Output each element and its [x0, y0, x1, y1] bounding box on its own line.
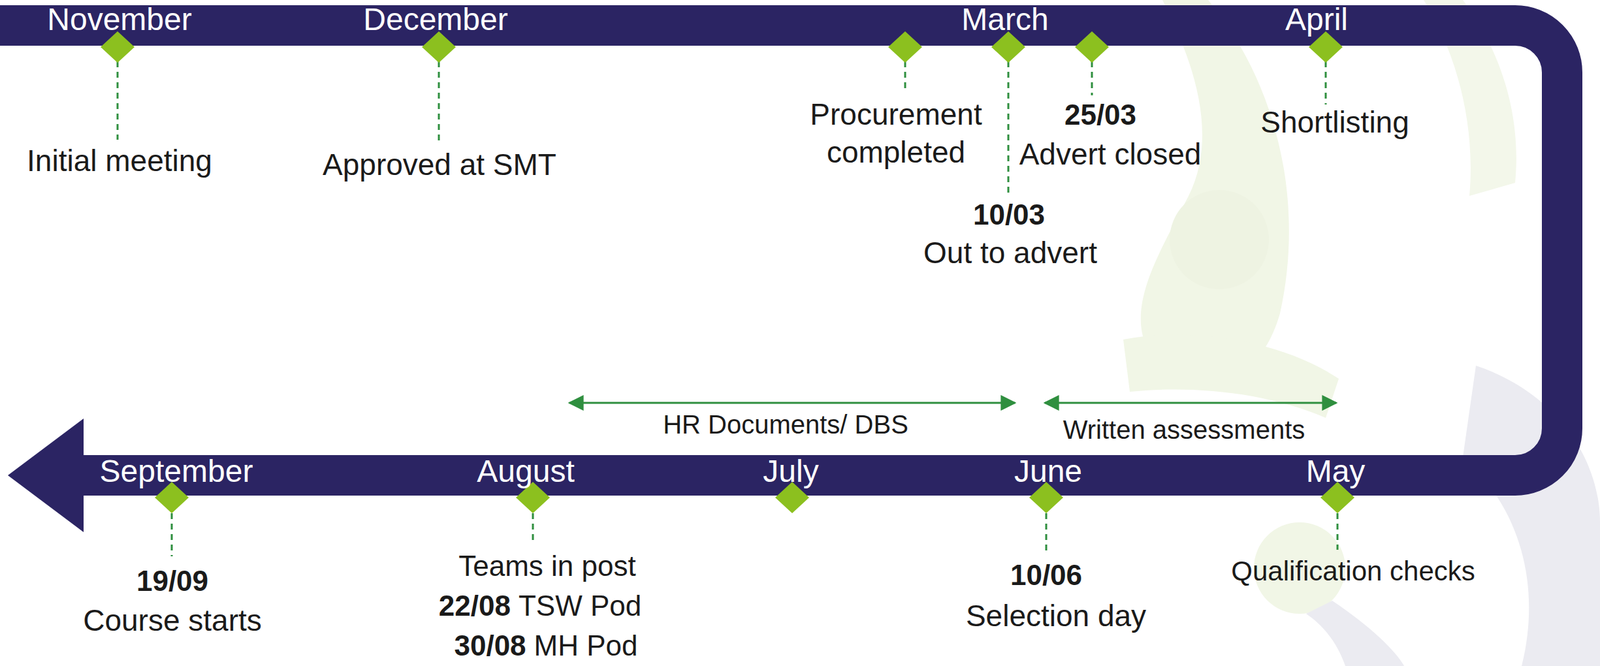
span-arrow: [569, 402, 1015, 405]
watermark: [1123, 0, 1600, 666]
date-label: 10/03: [973, 196, 1045, 233]
timeline-arrowhead: [7, 418, 84, 533]
leader-lines: [117, 61, 1338, 557]
date-label: 19/09: [136, 562, 209, 599]
date-label: 22/08: [438, 587, 511, 624]
date-line: 22/08TSW Pod: [438, 587, 642, 624]
span-label: HR Documents/ DBS: [662, 408, 909, 441]
span-label: Written assessments: [1063, 413, 1306, 447]
month-label: March: [961, 0, 1049, 40]
month-label: November: [47, 0, 192, 40]
team-label: MH Pod: [534, 627, 639, 664]
month-label: December: [363, 0, 508, 40]
team-label: TSW Pod: [518, 587, 642, 624]
milestone-label: Approved at SMT: [322, 146, 557, 185]
month-label: September: [99, 451, 254, 492]
month-label: April: [1285, 0, 1348, 40]
month-label: May: [1306, 451, 1366, 492]
span-arrow: [1044, 402, 1337, 405]
date-label: 10/06: [1010, 557, 1083, 593]
milestone-label: Teams in post: [458, 547, 636, 584]
milestone-label: Shortlisting: [1260, 103, 1410, 142]
date-label: 30/08: [453, 627, 526, 664]
month-label: August: [476, 451, 575, 492]
month-label: June: [1014, 451, 1083, 492]
milestone-label: Procurement completed: [798, 96, 994, 172]
milestone-label: Selection day: [965, 597, 1147, 636]
milestone-label: Out to advert: [923, 234, 1098, 273]
date-line: 30/08MH Pod: [453, 627, 638, 664]
milestone-diamonds: [100, 31, 1355, 514]
month-label: July: [762, 451, 819, 492]
milestone-label: Course starts: [82, 602, 262, 640]
timeline-bar: [0, 25, 1563, 476]
milestone-label: Advert closed: [1019, 135, 1202, 174]
date-label: 25/03: [1064, 96, 1137, 133]
milestone-label: Qualification checks: [1231, 554, 1476, 590]
milestone-label: Initial meeting: [26, 142, 213, 181]
